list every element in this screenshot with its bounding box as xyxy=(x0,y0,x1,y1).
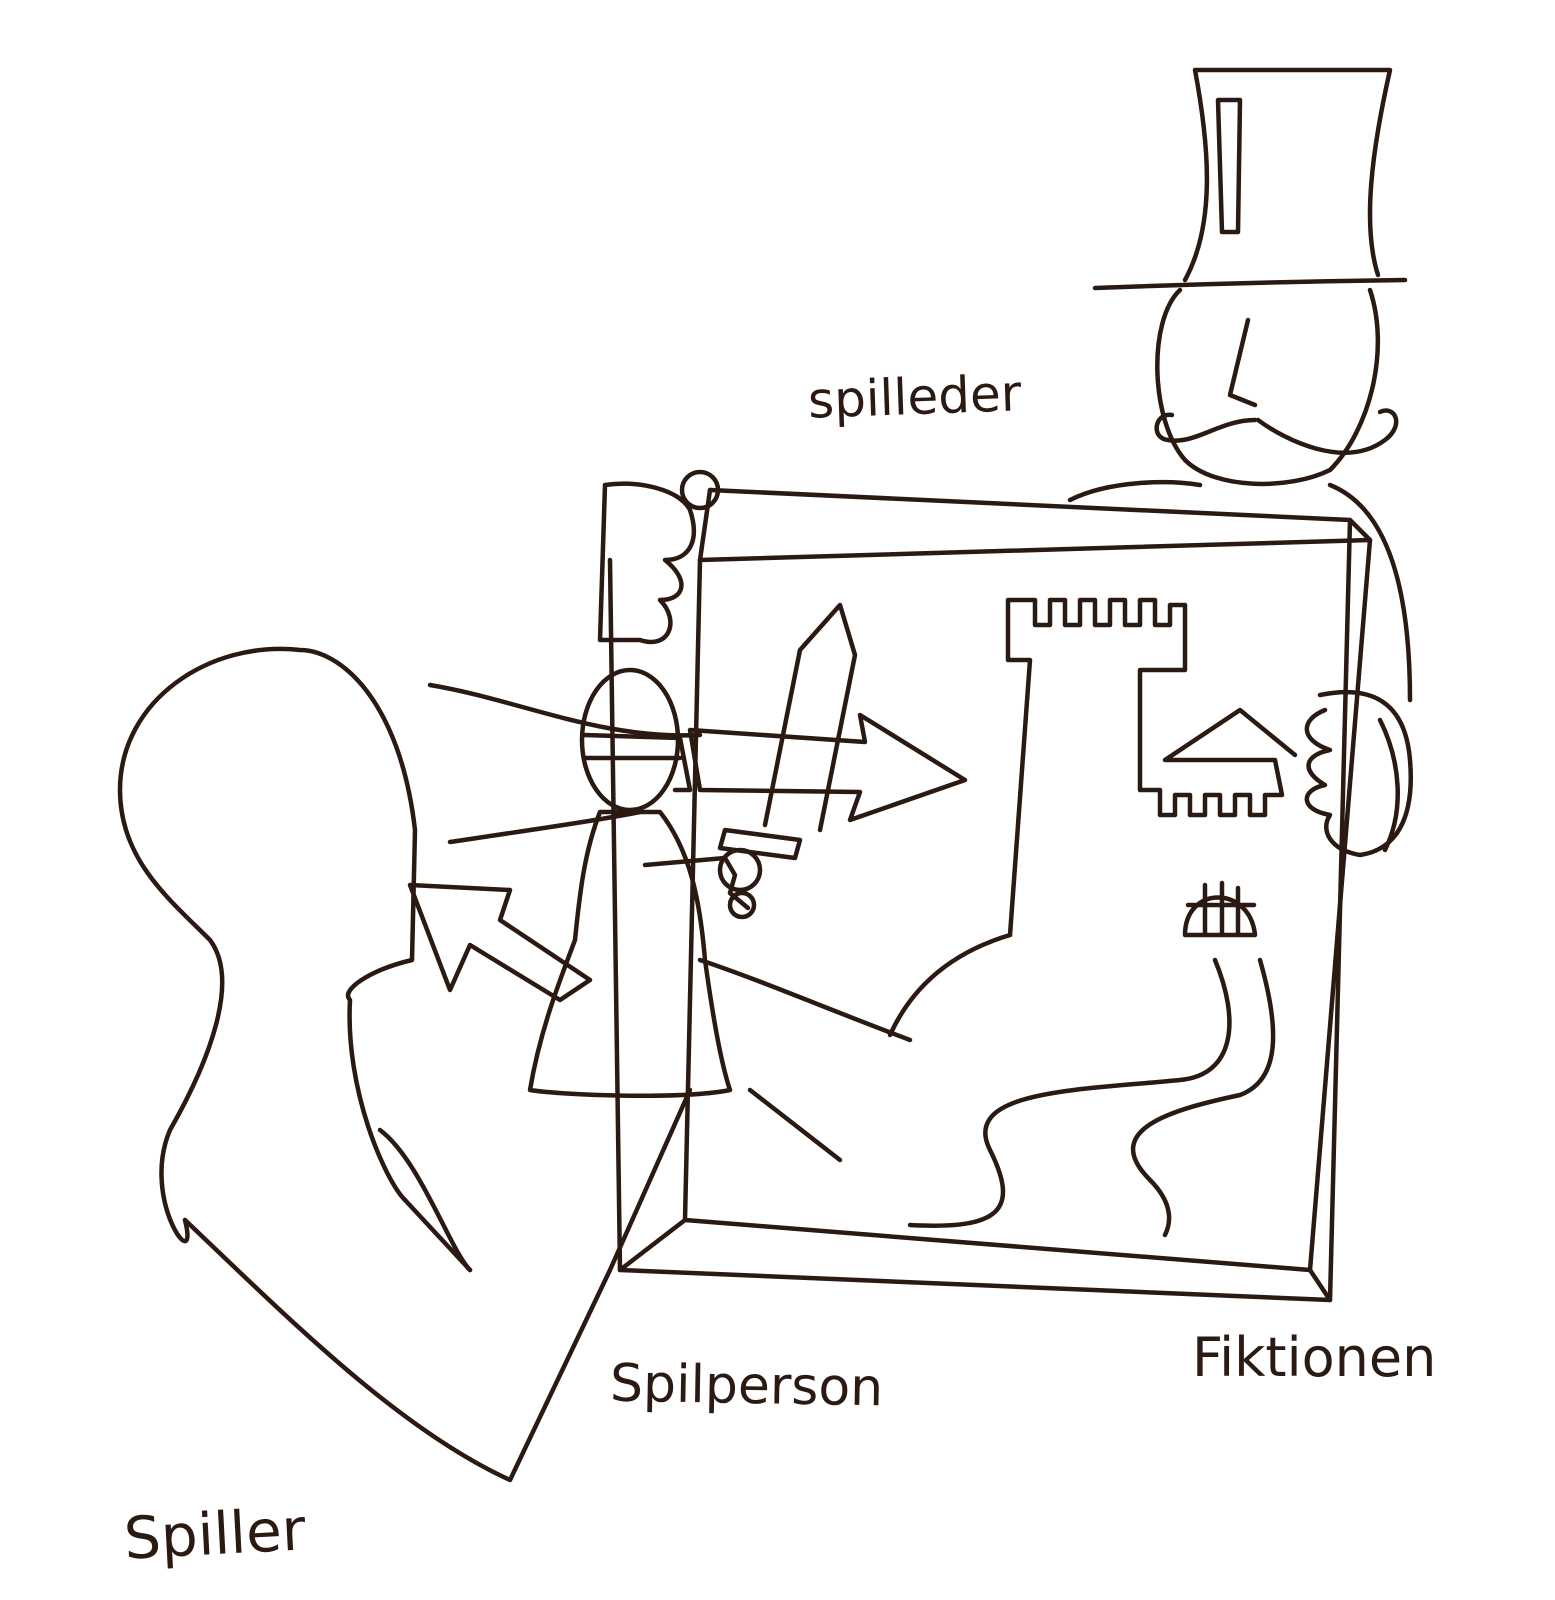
player-character-figure xyxy=(527,602,858,1099)
knight-head xyxy=(579,667,681,813)
knight-arm xyxy=(642,855,751,911)
frame-corner-bottom-right xyxy=(1307,1267,1333,1303)
frame-inner xyxy=(682,537,1373,1273)
knight-helmet-visor xyxy=(581,732,693,793)
road-left-bank xyxy=(907,957,1232,1228)
castle-tower xyxy=(887,597,1298,1238)
tower-outline xyxy=(1005,597,1298,938)
fiction-label: Fiktionen xyxy=(1192,1326,1437,1389)
fiction-frame xyxy=(607,487,1373,1303)
mustache xyxy=(1154,408,1399,455)
frame-corner-bottom-left xyxy=(617,1217,688,1273)
sword-pommel xyxy=(727,890,757,920)
arrow-to-player xyxy=(407,882,593,1003)
game-master-label: spilleder xyxy=(807,364,1023,430)
frame-corner-top-left xyxy=(697,487,713,563)
game-master-figure xyxy=(1067,67,1413,853)
game-master-hands xyxy=(597,469,1413,858)
frame-corner-top-right xyxy=(1347,517,1373,543)
character-label: Spilperson xyxy=(609,1353,884,1419)
left-hand xyxy=(597,481,697,645)
knight-body xyxy=(527,809,733,1099)
road-right-bank xyxy=(1131,957,1276,1238)
game-master-shoulders xyxy=(1067,479,1413,853)
sword-guard xyxy=(717,827,803,861)
player-figure xyxy=(117,646,968,1483)
hill xyxy=(887,932,1013,1038)
player-arm xyxy=(182,1087,693,1483)
player-head-and-body xyxy=(117,646,418,1244)
arrow-to-fiction xyxy=(687,712,968,823)
hat-band-highlight xyxy=(1215,97,1243,235)
sword-blade xyxy=(762,602,858,833)
fiction-projection-lines xyxy=(377,682,913,1273)
player-label: Spiller xyxy=(122,1495,308,1573)
right-hand xyxy=(1304,689,1413,858)
castle-gate xyxy=(1182,880,1258,938)
top-hat xyxy=(1092,67,1408,291)
frame-knob xyxy=(679,469,721,511)
nose xyxy=(1227,317,1258,408)
game-master-head xyxy=(1155,287,1381,487)
knight-fist xyxy=(717,847,763,893)
